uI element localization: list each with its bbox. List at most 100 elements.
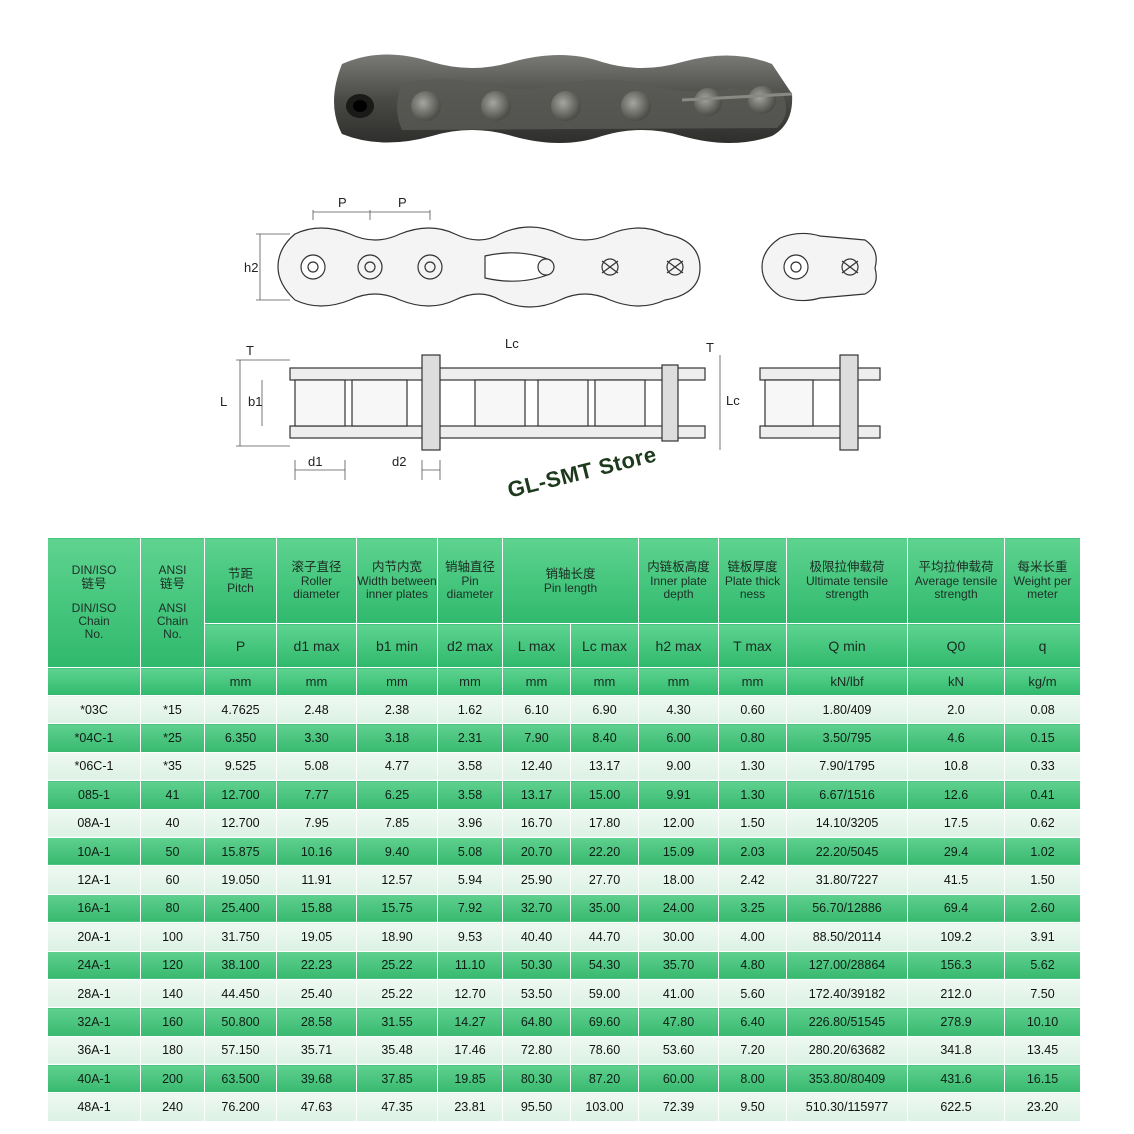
table-cell: 15.00 bbox=[570, 780, 639, 810]
table-cell: 6.00 bbox=[638, 723, 719, 753]
table-cell: 200 bbox=[140, 1064, 205, 1094]
table-cell: 140 bbox=[140, 978, 205, 1009]
table-cell: 2.31 bbox=[437, 723, 503, 753]
table-cell: 100 bbox=[140, 922, 205, 952]
table-cell: 103.00 bbox=[570, 1092, 639, 1122]
table-cell: *03C bbox=[47, 694, 141, 725]
table-cell: 2.42 bbox=[718, 865, 787, 895]
table-cell: 48A-1 bbox=[47, 1092, 141, 1122]
table-cell: 16.70 bbox=[502, 808, 571, 838]
table-cell: 160 bbox=[140, 1007, 205, 1037]
table-cell: 18.90 bbox=[356, 922, 438, 952]
table-cell: 15.88 bbox=[276, 893, 357, 924]
table-cell: 7.92 bbox=[437, 893, 503, 924]
table-cell: 19.05 bbox=[276, 922, 357, 952]
table-cell: 13.17 bbox=[502, 780, 571, 810]
table-cell: 9.00 bbox=[638, 751, 719, 782]
table-cell: 240 bbox=[140, 1092, 205, 1122]
table-cell: 353.80/80409 bbox=[786, 1064, 908, 1094]
table-cell: 7.77 bbox=[276, 780, 357, 810]
table-cell: 10.8 bbox=[907, 751, 1005, 782]
table-cell: 180 bbox=[140, 1035, 205, 1066]
table-cell: 35.00 bbox=[570, 893, 639, 924]
unit-cell: kN bbox=[907, 667, 1005, 696]
table-cell: 78.60 bbox=[570, 1035, 639, 1066]
table-cell: 1.02 bbox=[1004, 836, 1081, 867]
symbol-cell: Q0 bbox=[907, 623, 1005, 668]
symbol-cell: Q min bbox=[786, 623, 908, 668]
table-cell: *35 bbox=[140, 751, 205, 782]
table-cell: 431.6 bbox=[907, 1064, 1005, 1094]
unit-blank-cell bbox=[140, 667, 205, 696]
table-cell: 72.39 bbox=[638, 1092, 719, 1122]
table-cell: 0.08 bbox=[1004, 694, 1081, 725]
table-cell: 95.50 bbox=[502, 1092, 571, 1122]
table-cell: 341.8 bbox=[907, 1035, 1005, 1066]
table-cell: 510.30/115977 bbox=[786, 1092, 908, 1122]
unit-cell: mm bbox=[204, 667, 277, 696]
table-cell: 12.6 bbox=[907, 780, 1005, 810]
symbol-cell: P bbox=[204, 623, 277, 668]
table-cell: 47.80 bbox=[638, 1007, 719, 1037]
table-cell: 1.30 bbox=[718, 780, 787, 810]
table-cell: 0.15 bbox=[1004, 723, 1081, 753]
table-cell: 0.62 bbox=[1004, 808, 1081, 838]
table-cell: 40A-1 bbox=[47, 1064, 141, 1094]
table-cell: 37.85 bbox=[356, 1064, 438, 1094]
table-cell: 25.40 bbox=[276, 978, 357, 1009]
table-cell: 1.30 bbox=[718, 751, 787, 782]
table-cell: 7.90/1795 bbox=[786, 751, 908, 782]
table-cell: 4.77 bbox=[356, 751, 438, 782]
table-cell: 2.48 bbox=[276, 694, 357, 725]
table-cell: 25.22 bbox=[356, 950, 438, 980]
table-cell: 172.40/39182 bbox=[786, 978, 908, 1009]
table-cell: 6.25 bbox=[356, 780, 438, 810]
table-cell: 72.80 bbox=[502, 1035, 571, 1066]
table-cell: 60 bbox=[140, 865, 205, 895]
table-cell: 35.71 bbox=[276, 1035, 357, 1066]
table-cell: 35.70 bbox=[638, 950, 719, 980]
table-cell: 3.18 bbox=[356, 723, 438, 753]
table-cell: 3.50/795 bbox=[786, 723, 908, 753]
table-cell: 17.80 bbox=[570, 808, 639, 838]
table-cell: 7.95 bbox=[276, 808, 357, 838]
table-cell: 5.60 bbox=[718, 978, 787, 1009]
table-cell: 14.27 bbox=[437, 1007, 503, 1037]
table-cell: 2.0 bbox=[907, 694, 1005, 725]
table-cell: 50 bbox=[140, 836, 205, 867]
table-cell: *04C-1 bbox=[47, 723, 141, 753]
table-cell: 3.30 bbox=[276, 723, 357, 753]
table-cell: 60.00 bbox=[638, 1064, 719, 1094]
table-cell: 7.85 bbox=[356, 808, 438, 838]
table-cell: 11.10 bbox=[437, 950, 503, 980]
table-cell: 109.2 bbox=[907, 922, 1005, 952]
table-cell: 3.58 bbox=[437, 751, 503, 782]
symbol-cell: d1 max bbox=[276, 623, 357, 668]
table-cell: 9.53 bbox=[437, 922, 503, 952]
table-cell: 39.68 bbox=[276, 1064, 357, 1094]
table-cell: 5.08 bbox=[276, 751, 357, 782]
table-cell: 9.91 bbox=[638, 780, 719, 810]
symbol-cell: h2 max bbox=[638, 623, 719, 668]
table-cell: 3.91 bbox=[1004, 922, 1081, 952]
table-cell: 69.60 bbox=[570, 1007, 639, 1037]
table-cell: 9.525 bbox=[204, 751, 277, 782]
table-cell: 76.200 bbox=[204, 1092, 277, 1122]
table-cell: 88.50/20114 bbox=[786, 922, 908, 952]
table-cell: 25.400 bbox=[204, 893, 277, 924]
table-cell: 1.50 bbox=[1004, 865, 1081, 895]
table-cell: 5.94 bbox=[437, 865, 503, 895]
